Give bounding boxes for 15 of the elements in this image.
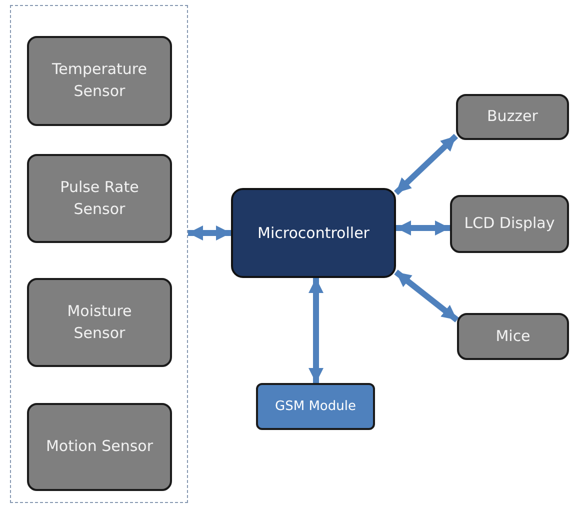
component-box: Temperature Sensor	[27, 36, 172, 126]
double-arrow	[308, 278, 324, 383]
component-box: LCD Display	[450, 195, 569, 253]
component-box: Mice	[457, 313, 569, 360]
controller-box: Microcontroller	[231, 188, 396, 278]
double-arrow	[188, 226, 231, 240]
component-box: Pulse Rate Sensor	[27, 154, 172, 243]
component-box: Buzzer	[456, 94, 569, 140]
module-box: GSM Module	[256, 383, 375, 430]
double-arrow	[394, 134, 458, 196]
double-arrow	[394, 270, 459, 322]
double-arrow	[396, 220, 450, 236]
component-box: Motion Sensor	[27, 403, 172, 491]
component-box: Moisture Sensor	[27, 278, 172, 367]
dashed-group-frame	[10, 5, 188, 503]
